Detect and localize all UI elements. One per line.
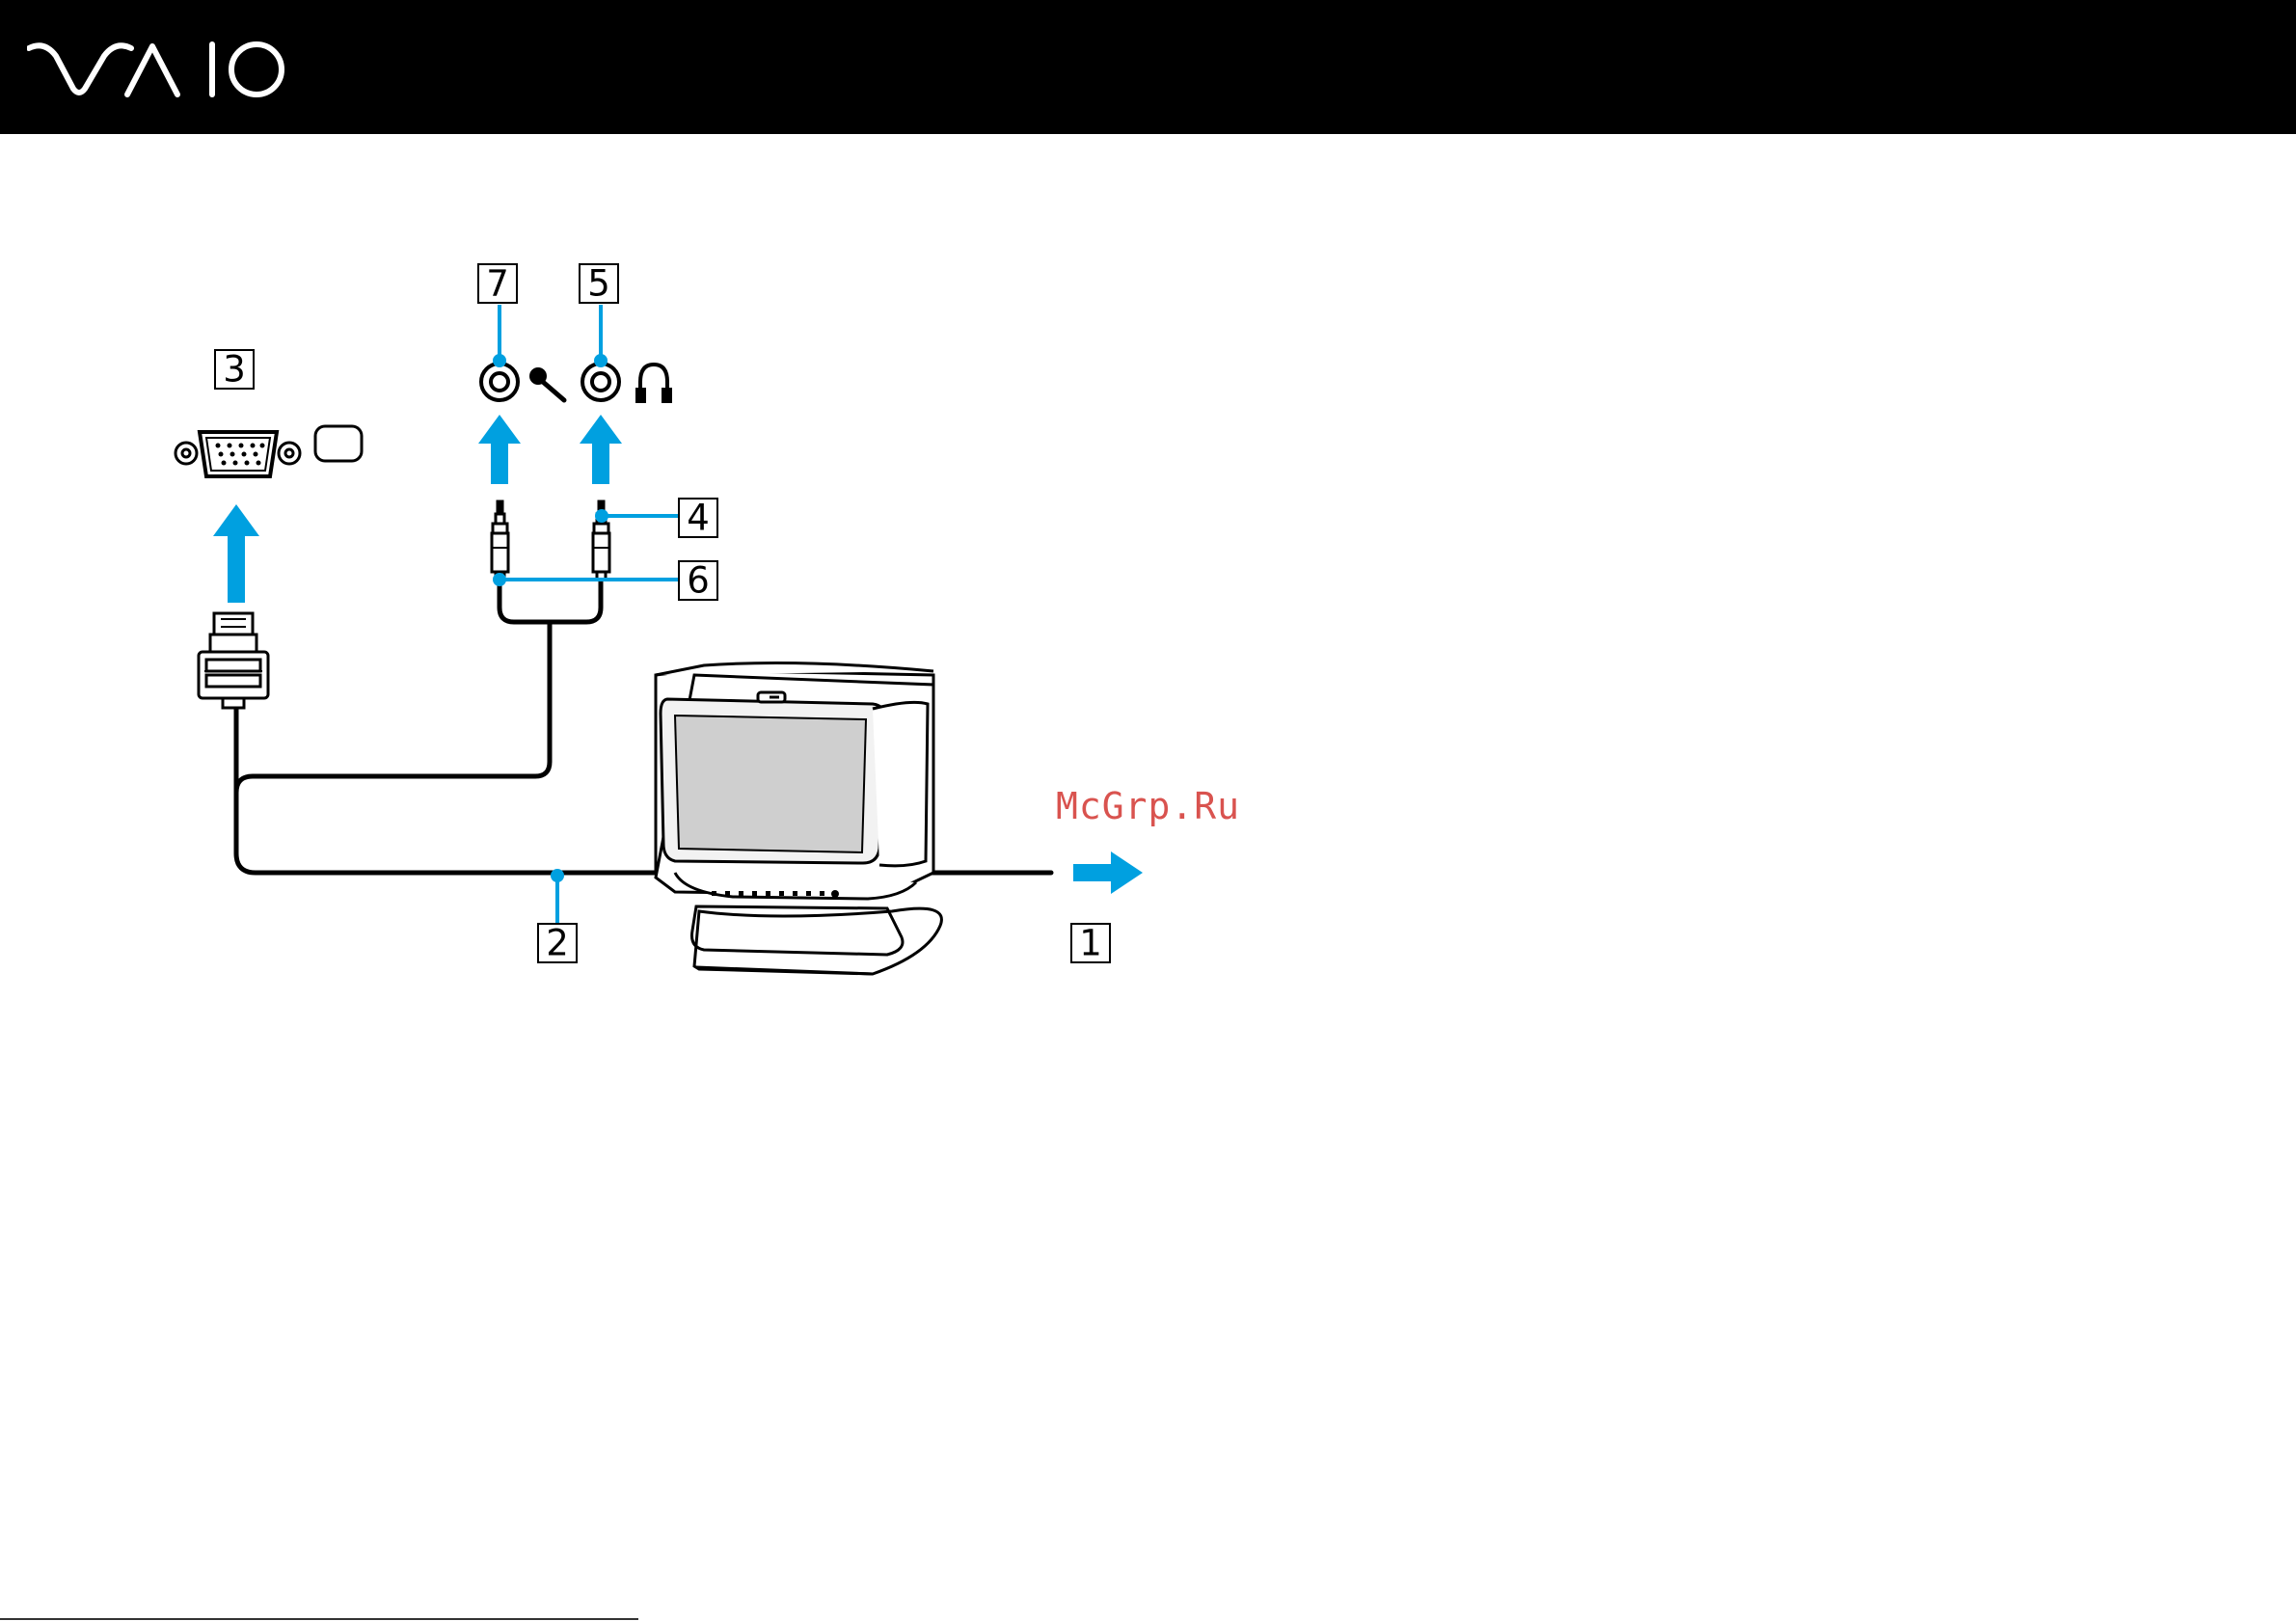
insert-arrow-headphone [580,415,622,484]
vga-plug [199,613,268,708]
svg-text:2: 2 [546,923,569,964]
callout-1: 1 [1071,923,1110,964]
svg-text:3: 3 [223,349,246,391]
audio-cable [236,622,550,793]
svg-text:1: 1 [1079,923,1102,964]
callout-7: 7 [478,263,517,305]
crt-monitor [656,663,941,974]
svg-text:6: 6 [687,560,710,602]
vga-port [176,432,300,476]
monitor-port-icon [315,426,362,461]
svg-text:5: 5 [587,263,610,305]
watermark-text: McGrp.Ru [1056,785,1240,827]
leader-lines [495,305,678,924]
callout-4: 4 [679,498,717,539]
mic-jack [481,364,518,400]
svg-text:7: 7 [486,263,509,305]
callout-2: 2 [538,923,577,964]
insert-arrow-vga [213,504,259,603]
insert-arrow-mic [478,415,521,484]
direction-arrow-power [1073,851,1143,894]
footer-rule [0,1618,638,1620]
vga-cable [236,704,656,873]
headphone-jack [582,364,619,400]
callout-3: 3 [215,349,254,391]
callout-5: 5 [580,263,618,305]
microphone-icon [529,367,564,400]
headphones-icon [637,365,670,401]
audio-splitter [500,579,601,622]
callout-6: 6 [679,560,717,602]
audio-plug-left [492,501,508,580]
svg-text:4: 4 [687,498,710,539]
